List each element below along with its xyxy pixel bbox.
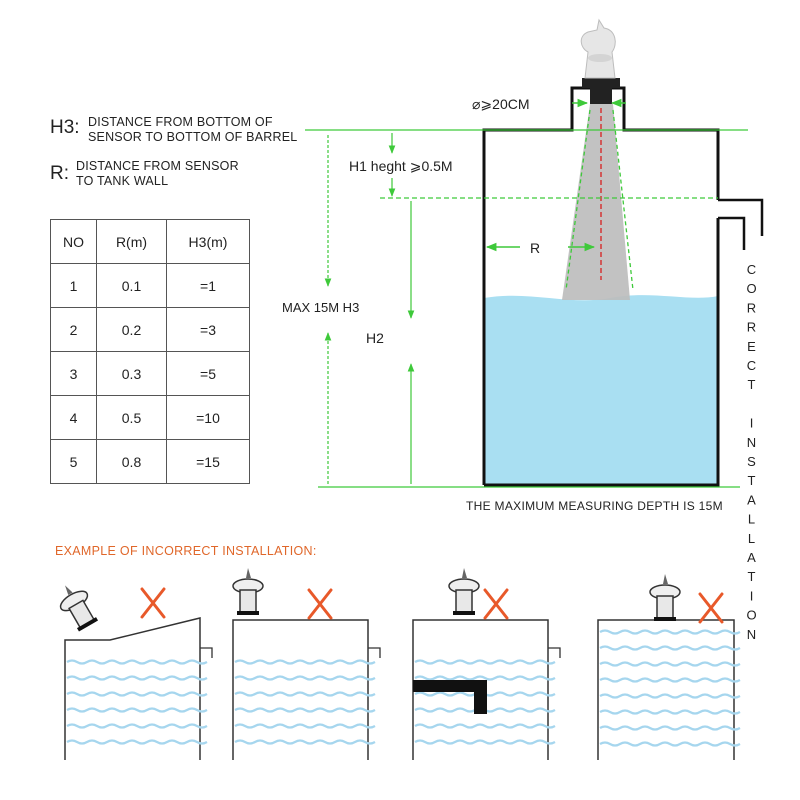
ultrasonic-beam xyxy=(562,104,630,300)
table-header-no: NO xyxy=(50,219,97,264)
water-wave xyxy=(66,691,208,697)
table-cell: 0.3 xyxy=(96,351,167,396)
water-wave xyxy=(599,645,741,651)
cross-mark-icon xyxy=(140,587,166,619)
tank-outline xyxy=(597,619,735,760)
h3-definition: DISTANCE FROM BOTTOM OF SENSOR TO BOTTOM… xyxy=(88,115,297,145)
water-wave xyxy=(66,739,208,745)
water-wave xyxy=(66,723,208,729)
ultrasonic-sensor-icon xyxy=(448,568,480,615)
water-wave xyxy=(599,629,741,635)
water-wave xyxy=(234,659,376,665)
table-cell: 5 xyxy=(50,439,97,484)
water-wave xyxy=(414,723,556,729)
table-cell: 0.8 xyxy=(96,439,167,484)
cross-mark-icon xyxy=(698,592,724,624)
table-cell: 4 xyxy=(50,395,97,440)
ultrasonic-sensor-icon xyxy=(649,574,681,621)
incorrect-installation-title: EXAMPLE OF INCORRECT INSTALLATION: xyxy=(55,544,317,558)
h1-label: H1 heght ⩾0.5M xyxy=(349,158,453,174)
water-wave xyxy=(599,725,741,731)
water-wave xyxy=(599,709,741,715)
beam-edge-right xyxy=(612,109,634,291)
r-label: R xyxy=(530,240,541,256)
water-wave xyxy=(234,707,376,713)
table-cell: 2 xyxy=(50,307,97,352)
water-wave xyxy=(414,739,556,745)
water-body xyxy=(484,295,718,485)
ultrasonic-sensor-icon xyxy=(232,568,264,615)
water-wave xyxy=(414,659,556,665)
r-definition: DISTANCE FROM SENSOR TO TANK WALL xyxy=(76,159,239,189)
water-wave xyxy=(66,675,208,681)
r-definition-line1: DISTANCE FROM SENSOR xyxy=(76,159,239,173)
outlet-pipe xyxy=(548,647,561,658)
overflow-pipe xyxy=(718,198,764,250)
table-row: 1 0.1 =1 xyxy=(50,263,250,308)
h3-definition-line2: SENSOR TO BOTTOM OF BARREL xyxy=(88,130,298,144)
table-cell: =5 xyxy=(166,351,250,396)
water-wave xyxy=(599,661,741,667)
table-cell: 0.2 xyxy=(96,307,167,352)
water-wave xyxy=(234,691,376,697)
h3-key: H3: xyxy=(50,117,80,138)
water-wave xyxy=(234,723,376,729)
spec-table: NO R(m) H3(m) 1 0.1 =1 2 0.2 =3 3 0.3 =5… xyxy=(50,219,250,484)
tank-outline xyxy=(232,619,369,760)
tilted-sensor-icon xyxy=(59,585,99,632)
water-wave xyxy=(599,693,741,699)
water-wave xyxy=(599,677,741,683)
table-row: 2 0.2 =3 xyxy=(50,307,250,352)
cross-mark-icon xyxy=(307,588,333,620)
table-row: 3 0.3 =5 xyxy=(50,351,250,396)
water-wave xyxy=(599,741,741,747)
outlet-pipe xyxy=(368,647,381,658)
table-row: 5 0.8 =15 xyxy=(50,439,250,484)
cross-mark-icon xyxy=(483,588,509,620)
r-definition-line2: TO TANK WALL xyxy=(76,174,169,188)
correct-installation-label: CORRECT INSTALLATION xyxy=(744,262,759,646)
r-key: R: xyxy=(50,163,69,184)
tank-outline xyxy=(64,617,201,760)
outlet-pipe xyxy=(200,647,213,658)
table-cell: 3 xyxy=(50,351,97,396)
beam-edge-left xyxy=(565,109,591,291)
water-wave xyxy=(414,675,556,681)
h3-definition-line1: DISTANCE FROM BOTTOM OF xyxy=(88,115,273,129)
ultrasonic-sensor-icon xyxy=(580,18,620,104)
max-h3-label: MAX 15M H3 xyxy=(282,300,360,315)
water-wave xyxy=(66,659,208,665)
table-cell: =10 xyxy=(166,395,250,440)
h2-label: H2 xyxy=(366,330,384,346)
diameter-label: ⌀⩾20CM xyxy=(472,96,530,112)
water-wave xyxy=(234,739,376,745)
obstacle-bar xyxy=(413,680,487,714)
table-cell: =15 xyxy=(166,439,250,484)
water-wave xyxy=(66,707,208,713)
water-wave xyxy=(234,675,376,681)
max-depth-caption: THE MAXIMUM MEASURING DEPTH IS 15M xyxy=(466,499,723,513)
